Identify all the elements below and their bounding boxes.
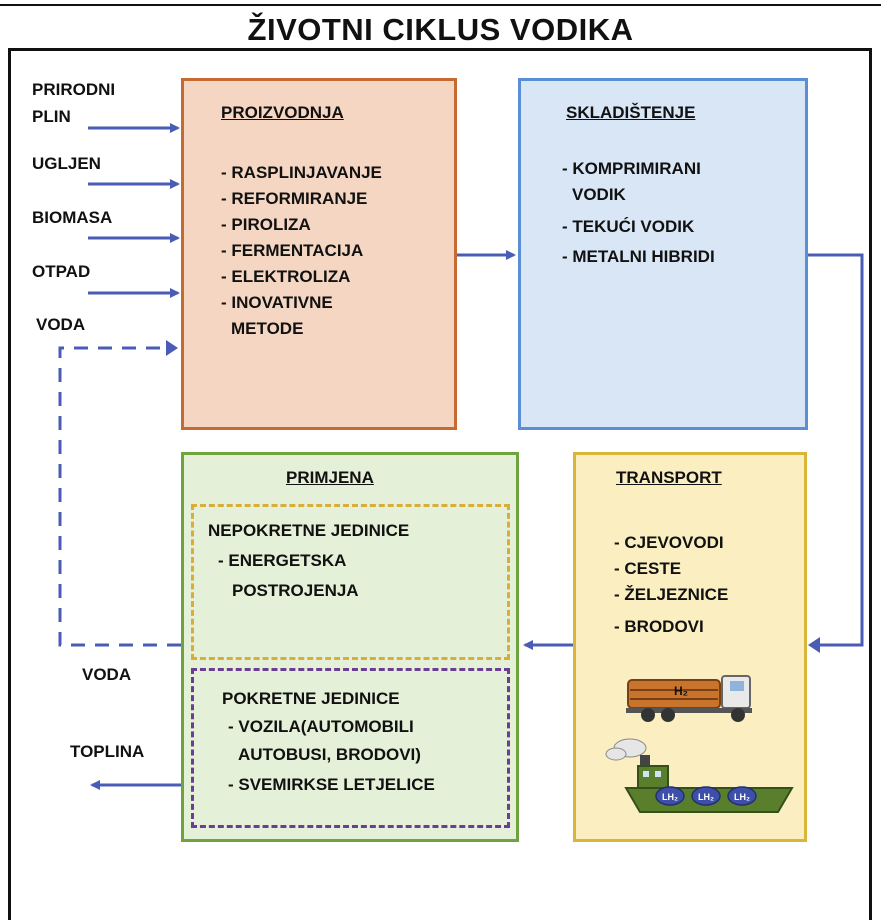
truck-icon: H₂ xyxy=(626,675,752,722)
output-toplina: TOPLINA xyxy=(70,742,145,761)
proizvodnja-item: - FERMENTACIJA xyxy=(221,241,364,260)
diagram-title: ŽIVOTNI CIKLUS VODIKA xyxy=(247,12,634,47)
proizvodnja-heading: PROIZVODNJA xyxy=(221,103,344,122)
top-rule xyxy=(0,4,881,6)
proizvodnja-item: - PIROLIZA xyxy=(221,215,311,234)
primjena-heading: PRIMJENA xyxy=(286,468,374,487)
skladistenje-box xyxy=(518,78,808,430)
proizvodnja-item: METODE xyxy=(231,319,304,338)
proizvodnja-item: - ELEKTROLIZA xyxy=(221,267,351,286)
proizvodnja-item: - REFORMIRANJE xyxy=(221,189,368,208)
dashed-voda-loop xyxy=(58,346,181,647)
svg-text:H₂: H₂ xyxy=(674,684,688,698)
transport-item: - ŽELJEZNICE xyxy=(614,585,729,604)
outer-frame xyxy=(8,48,872,920)
svg-text:LH₂: LH₂ xyxy=(662,792,678,802)
skladistenje-item: - KOMPRIMIRANI xyxy=(562,159,701,178)
pokretne-item: AUTOBUSI, BRODOVI) xyxy=(238,745,421,764)
arrow-sklad-trans xyxy=(808,253,864,647)
ship-icon: LH₂ LH₂ LH₂ xyxy=(605,738,794,813)
transport-box xyxy=(573,452,807,842)
transport-item: - BRODOVI xyxy=(614,617,704,636)
nepokretne-item: POSTROJENJA xyxy=(232,581,359,600)
input-prirodni-plin-line2: PLIN xyxy=(32,107,71,126)
primjena-box xyxy=(181,452,519,842)
skladistenje-item: - METALNI HIBRIDI xyxy=(562,247,715,266)
nepokretne-jedinice-box xyxy=(191,504,510,660)
input-otpad: OTPAD xyxy=(32,262,91,281)
input-prirodni-plin-line1: PRIRODNI xyxy=(32,80,116,99)
nepokretne-item: - ENERGETSKA xyxy=(218,551,347,570)
skladistenje-heading: SKLADIŠTENJE xyxy=(566,103,696,122)
svg-text:LH₂: LH₂ xyxy=(698,792,714,802)
pokretne-item: - SVEMIRKSE LETJELICE xyxy=(228,775,435,794)
svg-text:LH₂: LH₂ xyxy=(734,792,750,802)
nepokretne-heading: NEPOKRETNE JEDINICE xyxy=(208,521,410,540)
pokretne-item: - VOZILA(AUTOMOBILI xyxy=(228,717,414,736)
proizvodnja-item: - RASPLINJAVANJE xyxy=(221,163,382,182)
input-voda: VODA xyxy=(36,315,86,334)
transport-item: - CESTE xyxy=(614,559,682,578)
skladistenje-item: - TEKUĆI VODIK xyxy=(562,217,695,236)
proizvodnja-item: - INOVATIVNE xyxy=(221,293,333,312)
pokretne-heading: POKRETNE JEDINICE xyxy=(222,689,400,708)
arrow-voda-head xyxy=(166,340,178,356)
skladistenje-item: VODIK xyxy=(572,185,626,204)
input-ugljen: UGLJEN xyxy=(32,154,101,173)
transport-heading: TRANSPORT xyxy=(616,468,722,487)
pokretne-jedinice-box xyxy=(191,668,510,828)
transport-item: - CJEVOVODI xyxy=(614,533,724,552)
output-voda: VODA xyxy=(82,665,132,684)
input-biomasa: BIOMASA xyxy=(32,208,113,227)
proizvodnja-box xyxy=(181,78,457,430)
